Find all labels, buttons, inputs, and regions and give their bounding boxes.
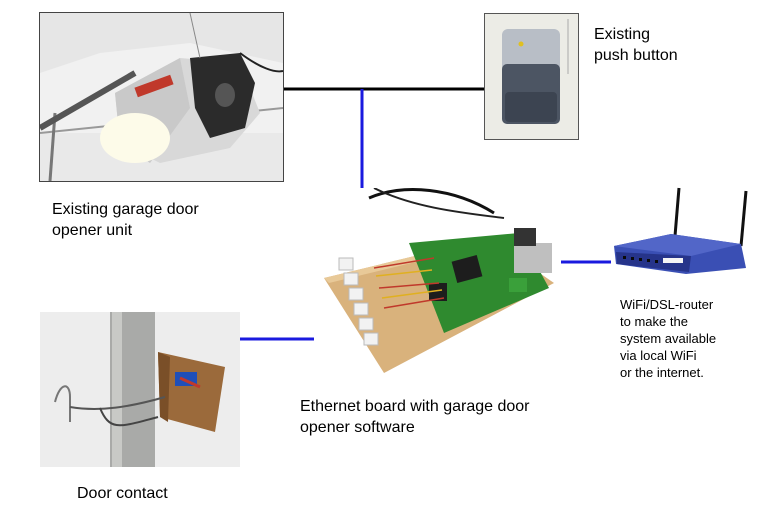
router-label: WiFi/DSL-router to make the system avail… bbox=[620, 297, 717, 380]
ethernet-board-photo bbox=[314, 188, 561, 378]
ethernet-board-label: Ethernet board with garage door opener s… bbox=[300, 398, 530, 436]
push-button-label: Existing push button bbox=[594, 26, 678, 64]
wifi-router-photo bbox=[611, 186, 751, 276]
garage-door-opener-photo bbox=[39, 12, 284, 182]
door-contact-photo bbox=[40, 312, 240, 467]
wall-push-button-photo bbox=[484, 13, 579, 140]
opener-label: Existing garage door opener unit bbox=[52, 201, 199, 239]
door-contact-label: Door contact bbox=[77, 485, 168, 502]
